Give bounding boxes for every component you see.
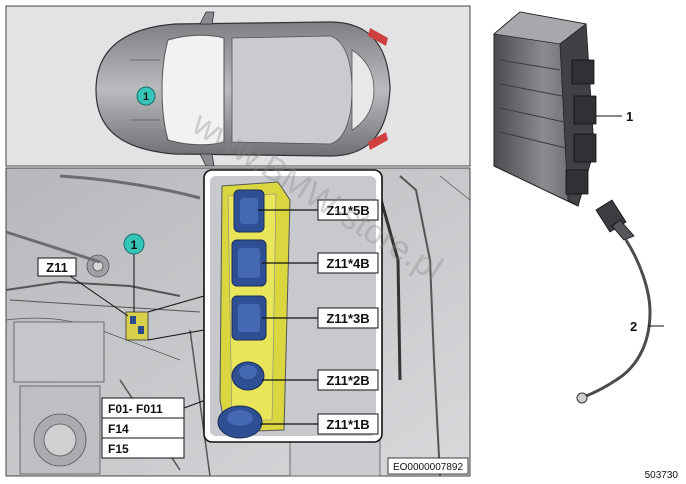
zoom-line-lower [147, 329, 205, 341]
callout-z11-1b: Z11*1B [326, 417, 369, 432]
fuse-label-2: F14 [108, 422, 129, 436]
svg-text:EO0000007892: EO0000007892 [393, 462, 464, 473]
svg-text:1: 1 [131, 238, 138, 252]
zoom-line-upper [147, 295, 205, 313]
connector-z11-5b [233, 189, 265, 233]
connector-z11-3b [231, 295, 267, 341]
connector-z11-1b [217, 405, 263, 439]
engine-bay-panel: 1 Z11 F01- F011 F14 F15 [5, 167, 471, 477]
car-top-view-panel: 1 [5, 5, 471, 167]
svg-text:1: 1 [143, 91, 149, 103]
callout-z11-2b: Z11*2B [326, 373, 369, 388]
fuse-label-3: F15 [108, 442, 129, 456]
location-marker-engine: 1 [123, 233, 145, 312]
z11-label: Z11 [37, 257, 129, 317]
image-code-label: EO0000007892 [387, 457, 469, 475]
connector-inset [203, 169, 383, 443]
location-marker-car: 1 [136, 86, 156, 106]
car-silhouette [95, 11, 391, 167]
svg-text:Z11: Z11 [46, 260, 68, 275]
callout-labels: Z11*5B Z11*4B Z11*3B Z11*2B Z11*1B [317, 199, 379, 435]
fuse-label-table: F01- F011 F14 F15 [101, 393, 223, 459]
fuse-label-1: F01- F011 [108, 402, 163, 416]
callout-z11-4b: Z11*4B [326, 256, 369, 271]
reference-number: 503730 [645, 470, 679, 481]
part-2-wiring-lead: 2 [576, 199, 664, 404]
callout-z11-3b: Z11*3B [326, 311, 369, 326]
part-number-2: 2 [630, 319, 637, 334]
callout-z11-5b: Z11*5B [326, 203, 369, 218]
connector-z11-2b [231, 361, 265, 391]
part-1-control-module: 1 [493, 11, 633, 207]
part-number-1: 1 [626, 109, 633, 124]
connector-z11-4b [231, 239, 267, 287]
z11-component-location [125, 311, 149, 341]
